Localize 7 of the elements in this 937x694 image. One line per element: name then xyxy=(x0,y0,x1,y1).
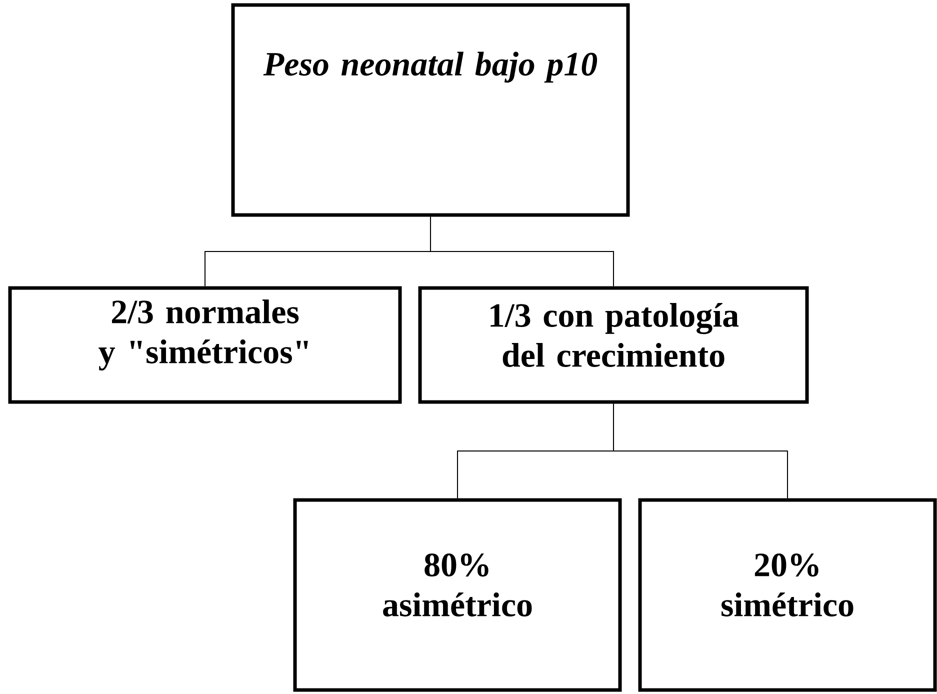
text-box: 2/3 normales y "simétricos" xyxy=(8,286,402,404)
text-box: 80% asimétrico xyxy=(293,498,622,692)
text-box: 20% simétrico xyxy=(638,498,937,692)
text-box: Peso neonatal bajo p10 xyxy=(231,3,630,217)
connector-line xyxy=(430,216,614,287)
connector-line xyxy=(613,403,788,499)
text-box: 1/3 con patología del crecimiento xyxy=(418,286,809,404)
